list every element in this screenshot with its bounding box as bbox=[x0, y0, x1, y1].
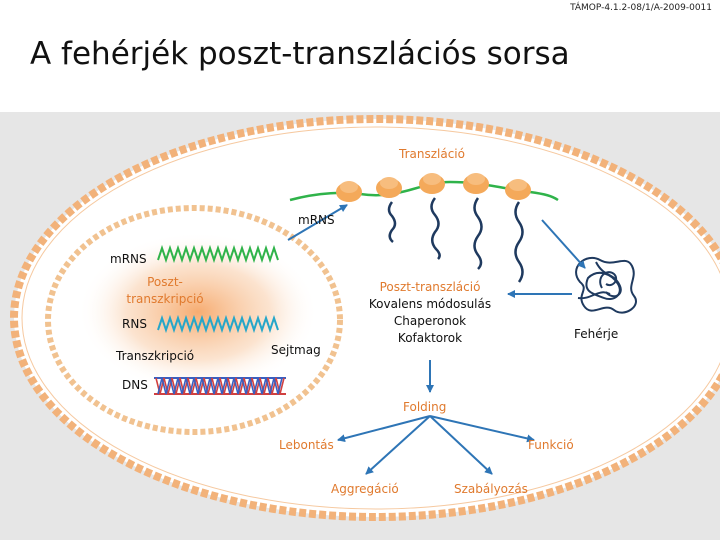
label-dna: DNS bbox=[122, 378, 148, 392]
folded-protein-icon bbox=[575, 257, 637, 314]
label-transcription: Transzkripció bbox=[116, 349, 195, 363]
label-covalent-modification: Kovalens módosulás bbox=[368, 297, 492, 311]
mrna-wave bbox=[157, 244, 279, 264]
polypeptide-chain bbox=[473, 197, 483, 270]
label-aggregation: Aggregáció bbox=[331, 482, 399, 496]
slide-title: A fehérjék poszt-transzlációs sorsa bbox=[30, 36, 570, 72]
label-post-translation: Poszt-transzláció bbox=[379, 280, 481, 294]
arrow-to-degradation bbox=[337, 415, 431, 443]
nucleus-membrane bbox=[45, 205, 343, 435]
ribosome bbox=[463, 173, 489, 194]
ribosome bbox=[376, 177, 402, 198]
arrow-to-function bbox=[429, 415, 535, 443]
cell-membrane bbox=[10, 115, 720, 521]
polypeptide-chain bbox=[430, 197, 441, 260]
ribosome bbox=[336, 181, 362, 202]
label-regulation: Szabályozás bbox=[454, 482, 528, 496]
label-mrna-top: mRNS bbox=[298, 213, 335, 227]
diagram-area: Transzláció mRNS mRNS Poszt- transzkripc… bbox=[0, 112, 720, 540]
polypeptide-chain bbox=[387, 201, 397, 243]
label-chaperones: Chaperonok bbox=[393, 314, 467, 328]
cell-membrane-inner bbox=[21, 126, 720, 510]
arrow-to-aggregation bbox=[365, 415, 431, 475]
label-protein: Fehérje bbox=[574, 327, 619, 341]
dna-double-strand bbox=[154, 377, 286, 395]
polypeptide-chain bbox=[514, 201, 524, 283]
arrow-to-regulation bbox=[429, 415, 493, 475]
label-nucleus: Sejtmag bbox=[271, 343, 321, 357]
ribosome bbox=[419, 173, 445, 194]
label-folding: Folding bbox=[403, 400, 447, 414]
post-translation-box: Poszt-transzláció Kovalens módosulás Cha… bbox=[345, 279, 515, 347]
label-translation: Transzláció bbox=[399, 147, 465, 161]
arrow-chain-to-protein bbox=[541, 219, 586, 269]
document-code: TÁMOP-4.1.2-08/1/A-2009-0011 bbox=[570, 3, 712, 13]
label-mrna-left: mRNS bbox=[110, 252, 147, 266]
label-cofactors: Kofaktorok bbox=[397, 331, 463, 345]
label-post-transcription: Poszt- transzkripció bbox=[126, 275, 204, 306]
nucleus-glow bbox=[78, 232, 318, 392]
rna-wave bbox=[157, 314, 279, 334]
arrow-nucleus-to-ribosome bbox=[287, 204, 348, 241]
label-degradation: Lebontás bbox=[279, 438, 334, 452]
label-function: Funkció bbox=[528, 438, 574, 452]
cell-diagram bbox=[10, 115, 720, 521]
ribosome bbox=[505, 179, 531, 200]
label-rna: RNS bbox=[122, 317, 147, 331]
